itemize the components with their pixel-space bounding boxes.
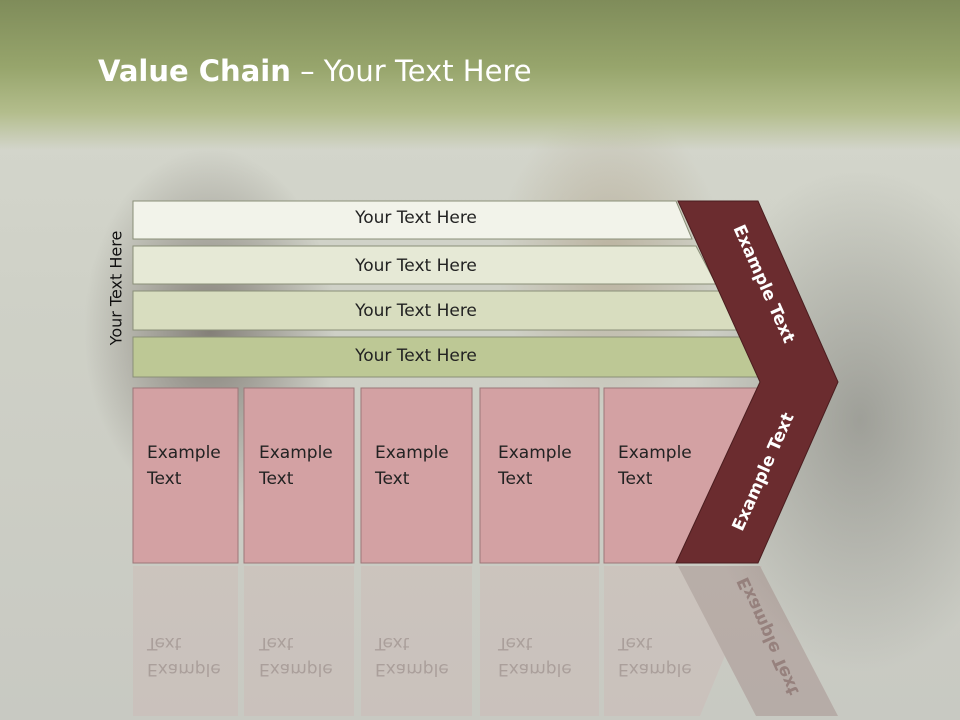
- box-5-reflection: Example Text: [618, 633, 692, 679]
- box-4-reflection: Example Text: [498, 633, 572, 679]
- box-1-reflection: Example Text: [147, 633, 221, 679]
- row-2-label: Your Text Here: [355, 256, 477, 276]
- box-3-line2: Text: [375, 469, 410, 489]
- box-4-text: Example Text: [498, 440, 598, 492]
- box-1-text: Example Text: [147, 440, 247, 492]
- box-3-text: Example Text: [375, 440, 475, 492]
- box-3-line1: Example: [375, 443, 449, 463]
- box-5-text: Example Text: [618, 440, 718, 492]
- box-4: [479, 387, 600, 564]
- box-4-line2: Text: [498, 469, 533, 489]
- row-3-label: Your Text Here: [355, 301, 477, 321]
- box-1: [132, 387, 239, 564]
- title-bold: Value Chain: [98, 54, 291, 88]
- row-1: [132, 200, 693, 240]
- box-2-line2: Text: [259, 469, 294, 489]
- box-1-line1: Example: [147, 443, 221, 463]
- box-5-line2: Text: [618, 469, 653, 489]
- box-2-line1: Example: [259, 443, 333, 463]
- box-3: [360, 387, 473, 564]
- box-3-reflection: Example Text: [375, 633, 449, 679]
- diagram-reflection: [133, 566, 838, 716]
- row-1-label: Your Text Here: [355, 208, 477, 228]
- row-4-label: Your Text Here: [355, 346, 477, 366]
- box-1-line2: Text: [147, 469, 182, 489]
- box-2-reflection: Example Text: [259, 633, 333, 679]
- box-4-line1: Example: [498, 443, 572, 463]
- chevron-arrow: [675, 200, 839, 564]
- box-5-line1: Example: [618, 443, 692, 463]
- slide-title: Value Chain – Your Text Here: [98, 54, 532, 88]
- box-2: [243, 387, 355, 564]
- header-band: [0, 0, 960, 150]
- title-rest: – Your Text Here: [290, 54, 532, 88]
- box-2-text: Example Text: [259, 440, 359, 492]
